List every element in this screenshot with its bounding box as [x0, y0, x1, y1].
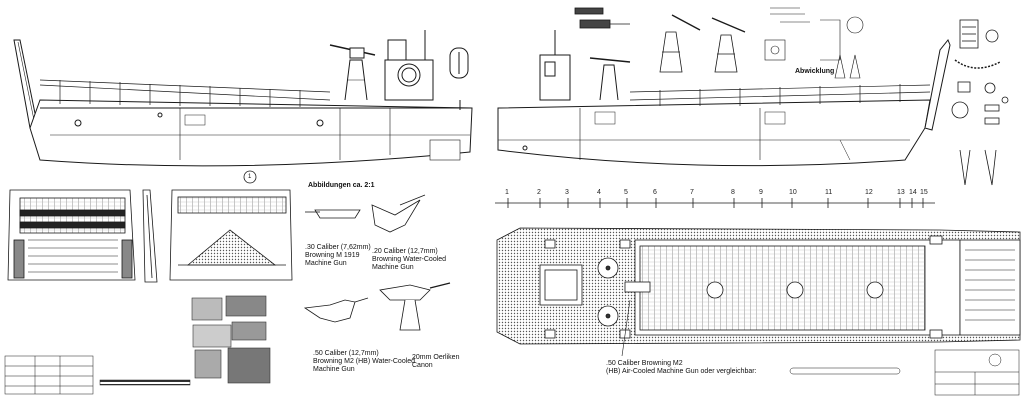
scale-tick-label: 15 [920, 189, 928, 196]
scale-tick-label: 7 [690, 189, 694, 196]
m2-caption: .50 Caliber Browning M2 (HB) Air-Cooled … [606, 360, 757, 376]
scale-tick-label: 9 [759, 189, 763, 196]
gun-30-caption: .30 Caliber (7,62mm) Browning M 1919 Mac… [305, 244, 371, 268]
gun-50-line2: Browning M2 (HB) Water-Cooled [313, 358, 416, 365]
title-block-left [4, 355, 94, 395]
scale-tick-label: 12 [865, 189, 873, 196]
gun-sketches [303, 194, 451, 331]
gun-30-line2: Browning M 1919 [305, 252, 360, 259]
scale-tick-label: 3 [565, 189, 569, 196]
side-elevation-left [13, 30, 473, 167]
scale-tick-label: 11 [825, 189, 833, 196]
gun-20-line3: Machine Gun [372, 264, 414, 271]
scale-tick-label: 1 [505, 189, 509, 196]
reference-photos [191, 295, 271, 384]
side-elevation-right [497, 30, 951, 167]
gun-30-line3: Machine Gun [305, 260, 347, 267]
oerlikon-line2: Canon [412, 362, 433, 369]
gun-50-line1: .50 Caliber (12,7mm) [313, 350, 379, 357]
gun-50-caption: .50 Caliber (12,7mm) Browning M2 (HB) Wa… [313, 350, 415, 374]
gun-50-line3: Machine Gun [313, 366, 355, 373]
waterline-rail [789, 367, 901, 375]
scale-tick-label: 4 [597, 189, 601, 196]
scale-note: Abbildungen ca. 2:1 [308, 182, 375, 189]
scale-tick-label: 5 [624, 189, 628, 196]
scale-tick-label: 2 [537, 189, 541, 196]
m2-line2: (HB) Air-Cooled Machine Gun oder verglei… [606, 368, 757, 375]
gun-20-caption: .20 Caliber (12,7mm) Browning Water-Cool… [372, 248, 446, 272]
scale-bar [495, 198, 935, 208]
oerlikon-line1: 20mm Oerliken [412, 354, 460, 361]
title-block-right [934, 349, 1020, 396]
section-marker: 1 [248, 174, 252, 180]
scale-ruler [99, 379, 191, 386]
side-ramp-view [142, 189, 158, 283]
gun-30-line1: .30 Caliber (7,62mm) [305, 244, 371, 251]
detail-parts-right [951, 19, 1009, 186]
gun-20-line1: .20 Caliber (12,7mm) [372, 248, 438, 255]
scale-tick-label: 13 [897, 189, 905, 196]
detail-guns-top [574, 7, 864, 79]
deck-plan-view [496, 227, 1021, 345]
oerlikon-caption: 20mm Oerliken Canon [412, 354, 459, 370]
scale-tick-label: 8 [731, 189, 735, 196]
scale-tick-label: 14 [909, 189, 917, 196]
m2-line1: .50 Caliber Browning M2 [606, 360, 683, 367]
bow-end-view [7, 189, 136, 281]
abwicklung-label: Abwicklung [795, 68, 835, 75]
gun-20-line2: Browning Water-Cooled [372, 256, 447, 263]
scale-tick-label: 10 [789, 189, 797, 196]
stern-end-view [169, 170, 293, 281]
m2-leader-line [621, 299, 631, 357]
scale-tick-label: 6 [653, 189, 657, 196]
